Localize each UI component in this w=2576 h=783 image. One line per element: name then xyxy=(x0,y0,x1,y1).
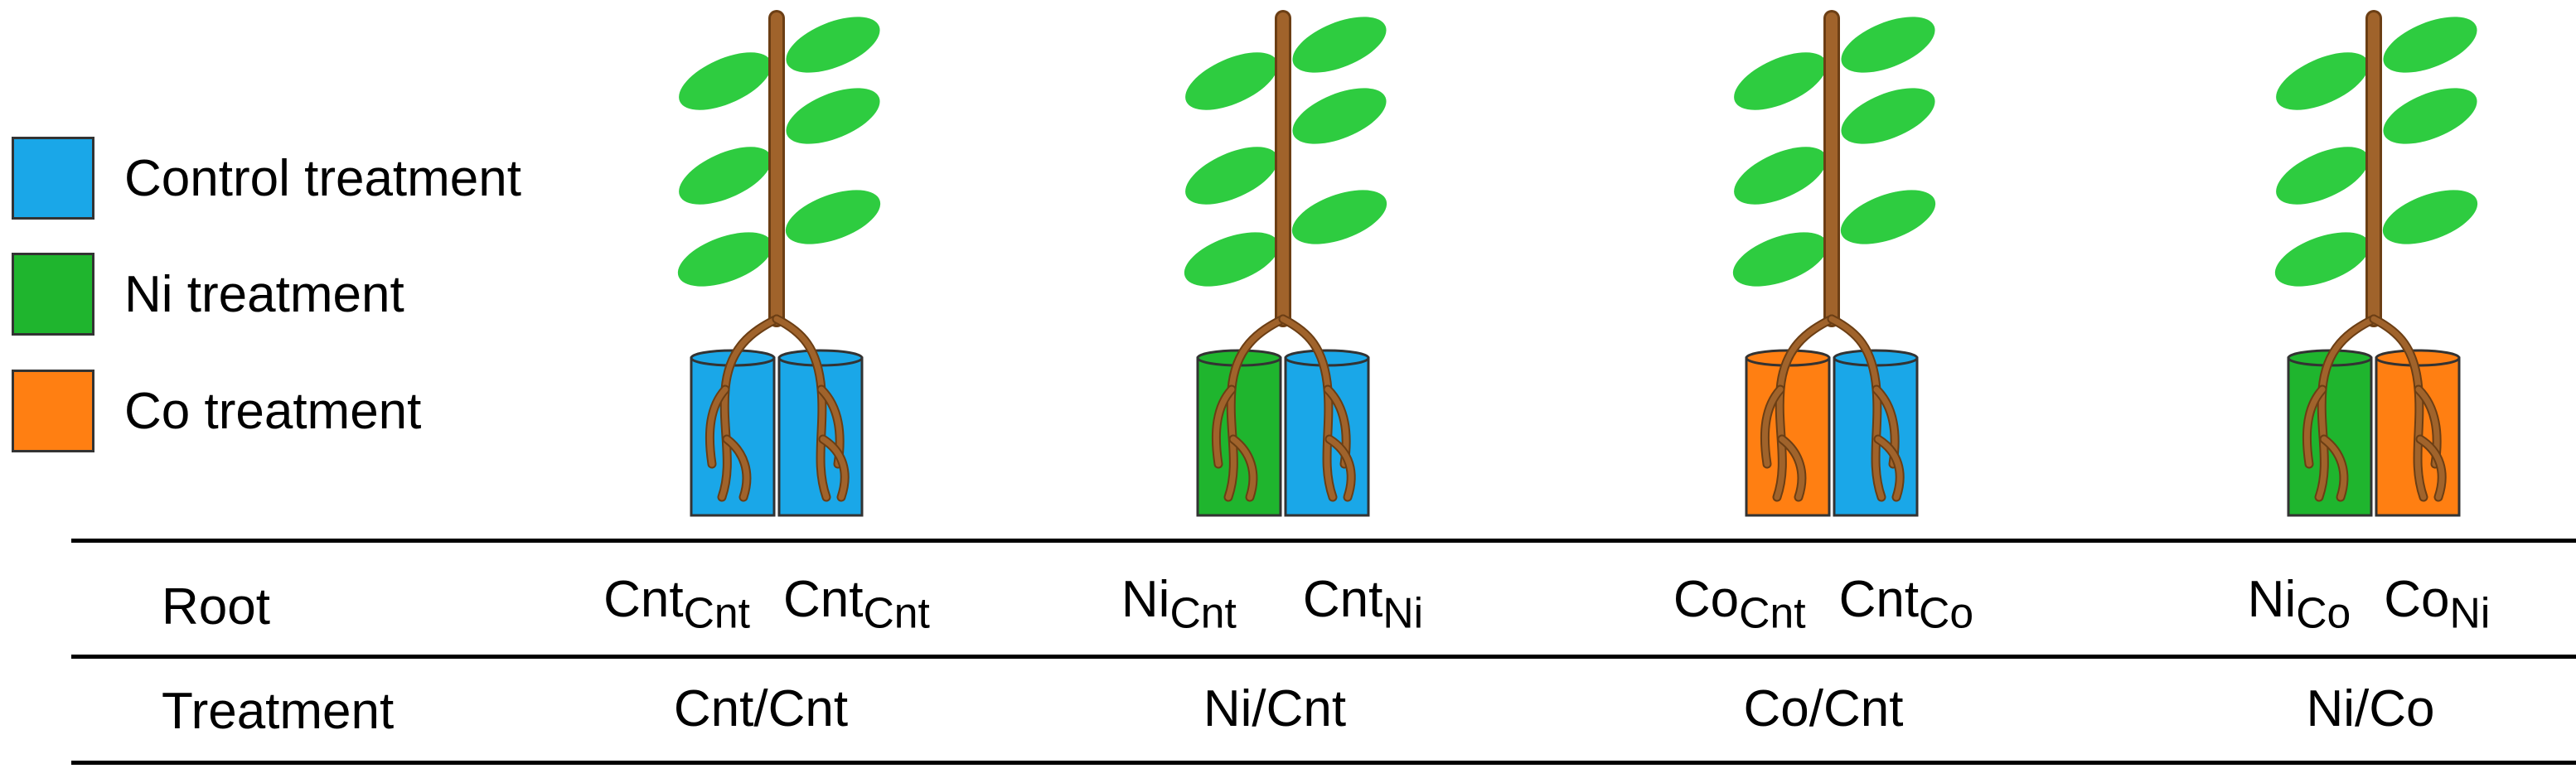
table-middle-rule xyxy=(71,655,2576,659)
leaf xyxy=(2274,232,2370,287)
treatment-cell-3: Co/Cnt xyxy=(1743,680,1904,737)
plant-3 xyxy=(1732,10,1936,517)
root xyxy=(2303,386,2326,467)
root-label: CoCnt xyxy=(1673,571,1806,637)
row-label-root: Root xyxy=(162,578,270,636)
legend-swatch-control xyxy=(12,137,94,220)
root xyxy=(1779,436,1805,500)
root-pair-2: NiCnt CntNi xyxy=(1121,570,1423,637)
leaf xyxy=(1732,232,1828,287)
leaf xyxy=(2383,88,2477,144)
row-label-treatment: Treatment xyxy=(162,683,395,740)
legend-item-ni: Ni treatment xyxy=(12,253,404,336)
leaf xyxy=(786,88,880,144)
legend-item-co: Co treatment xyxy=(12,370,421,452)
leaf xyxy=(1185,52,1278,110)
leaf xyxy=(1841,17,1935,73)
root xyxy=(820,436,848,500)
leaf xyxy=(2382,190,2478,244)
root-label: NiCnt xyxy=(1121,571,1237,637)
leaf xyxy=(786,17,880,73)
root xyxy=(1875,436,1903,500)
root xyxy=(724,436,750,500)
leaves xyxy=(677,17,881,287)
leaf xyxy=(1184,232,1280,287)
leaf xyxy=(1841,88,1935,144)
pot-left-ni xyxy=(2287,349,2373,517)
treatment-cell-2: Ni/Cnt xyxy=(1203,680,1347,737)
leaf xyxy=(2383,17,2477,73)
leaf xyxy=(1292,88,1387,144)
plant-2 xyxy=(1184,10,1387,517)
root xyxy=(1213,386,1235,467)
legend-label-ni: Ni treatment xyxy=(124,265,404,323)
legend-label-co: Co treatment xyxy=(124,382,422,440)
pot-left-control xyxy=(690,349,776,517)
plant-4 xyxy=(2274,10,2478,517)
root xyxy=(2417,436,2445,500)
leaf xyxy=(677,232,773,287)
leaf xyxy=(679,147,772,205)
pot-left-ni xyxy=(1196,349,1282,517)
leaf xyxy=(1734,147,1827,205)
root-pair-4: NiCo CoNi xyxy=(2248,570,2491,637)
root-label: CntCo xyxy=(1838,571,1974,637)
leaf xyxy=(2276,147,2369,205)
root-label: CntCnt xyxy=(783,571,930,637)
leaf xyxy=(1840,190,1936,244)
legend-label-control: Control treatment xyxy=(124,149,521,207)
roots xyxy=(1760,314,1905,502)
root-label: CntNi xyxy=(1302,571,1424,637)
leaf xyxy=(1292,17,1387,73)
leaf xyxy=(1185,147,1278,205)
legend-swatch-co xyxy=(12,370,94,452)
leaf xyxy=(1734,52,1827,110)
root-pair-3: CoCnt CntCo xyxy=(1673,570,1973,637)
legend-swatch-ni xyxy=(12,253,94,336)
roots xyxy=(1211,314,1356,502)
root xyxy=(1230,436,1257,500)
pot-left-co xyxy=(1745,349,1831,517)
root-label: CntCnt xyxy=(603,571,750,637)
root xyxy=(1326,436,1354,500)
leaf xyxy=(785,190,881,244)
leaf xyxy=(1291,190,1387,244)
treatment-cell-4: Ni/Co xyxy=(2306,680,2435,737)
root-label: NiCo xyxy=(2247,571,2351,637)
leaves xyxy=(1732,17,1936,287)
leaf xyxy=(2276,52,2369,110)
table-top-rule xyxy=(71,539,2576,543)
root xyxy=(706,386,729,467)
root-pair-1: CntCnt CntCnt xyxy=(603,570,930,637)
treatment-cell-1: Cnt/Cnt xyxy=(673,680,849,737)
roots xyxy=(2302,314,2447,502)
leaves xyxy=(2274,17,2478,287)
leaf xyxy=(679,52,772,110)
root-label: CoNi xyxy=(2384,571,2491,637)
split-root-plants xyxy=(677,10,2478,517)
legend-item-control: Control treatment xyxy=(12,137,521,220)
root xyxy=(2321,436,2347,500)
root xyxy=(1761,386,1784,467)
table-bottom-rule xyxy=(71,761,2576,765)
roots xyxy=(705,314,850,502)
plant-1 xyxy=(677,10,881,517)
leaves xyxy=(1184,17,1387,287)
